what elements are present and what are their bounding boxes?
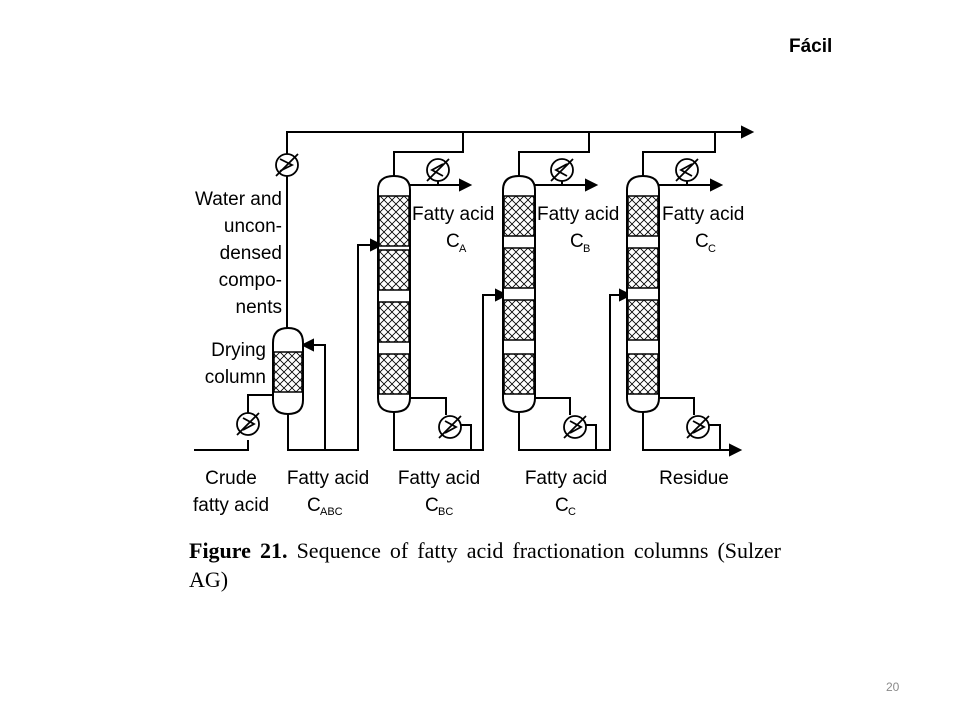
- residue-label: Residue: [659, 468, 729, 489]
- condenser-3-icon: [675, 158, 699, 182]
- figure-caption-text: Sequence of fatty acid fractionation col…: [189, 538, 782, 592]
- exchanger-feed-icon: [236, 412, 260, 436]
- condenser-2-icon: [550, 158, 574, 182]
- product-label-b: Fatty acid C B: [537, 204, 619, 255]
- product-c-letter: C: [695, 231, 709, 252]
- page-number: 20: [886, 680, 900, 694]
- exchanger-top-icon: [275, 153, 299, 177]
- feed2-subscript: BC: [438, 506, 453, 518]
- difficulty-tag: Fácil: [789, 36, 833, 57]
- feed3-main: Fatty acid: [525, 468, 607, 489]
- drying-label-line: Drying: [211, 340, 266, 361]
- drying-label-line: column: [205, 367, 266, 388]
- figure-caption-label: Figure 21.: [189, 538, 288, 563]
- reboiler-3-icon: [686, 415, 710, 439]
- feed3-subscript: C: [568, 506, 576, 518]
- feed2-main: Fatty acid: [398, 468, 480, 489]
- feed2-label: Fatty acid C BC: [398, 468, 480, 518]
- reboiler-2-icon: [563, 415, 587, 439]
- condenser-1-icon: [426, 158, 450, 182]
- feed1-letter: C: [307, 495, 321, 516]
- reboiler-1-icon: [438, 415, 462, 439]
- drying-column-label: Drying column: [205, 340, 266, 388]
- product-label-c: Fatty acid C C: [662, 204, 744, 255]
- crude-label-line: Crude: [205, 468, 257, 489]
- fractionation-column-3: [626, 174, 660, 414]
- drying-column: [272, 326, 304, 416]
- water-label-line: densed: [220, 243, 282, 264]
- fractionation-column-1: [377, 174, 411, 414]
- fractionation-column-2: [502, 174, 536, 414]
- product-a-main: Fatty acid: [412, 204, 494, 225]
- crude-label: Crude fatty acid: [193, 468, 269, 516]
- product-b-main: Fatty acid: [537, 204, 619, 225]
- water-label-line: Water and: [195, 189, 282, 210]
- figure-caption: Figure 21. Sequence of fatty acid fracti…: [189, 536, 781, 594]
- product-c-subscript: C: [708, 243, 716, 255]
- product-label-a: Fatty acid C A: [412, 204, 494, 255]
- feed3-letter: C: [555, 495, 569, 516]
- water-label-line: uncon-: [224, 216, 282, 237]
- water-label-line: nents: [236, 297, 282, 318]
- product-a-subscript: A: [459, 243, 467, 255]
- feed1-main: Fatty acid: [287, 468, 369, 489]
- product-b-subscript: B: [583, 243, 590, 255]
- water-label: Water and uncon- densed compo- nents: [195, 189, 282, 318]
- feed2-letter: C: [425, 495, 439, 516]
- water-label-line: compo-: [219, 270, 282, 291]
- crude-label-line: fatty acid: [193, 495, 269, 516]
- product-c-main: Fatty acid: [662, 204, 744, 225]
- product-a-letter: C: [446, 231, 460, 252]
- feed3-label: Fatty acid C C: [525, 468, 607, 518]
- product-b-letter: C: [570, 231, 584, 252]
- feed1-subscript: ABC: [320, 506, 343, 518]
- feed1-label: Fatty acid C ABC: [287, 468, 369, 518]
